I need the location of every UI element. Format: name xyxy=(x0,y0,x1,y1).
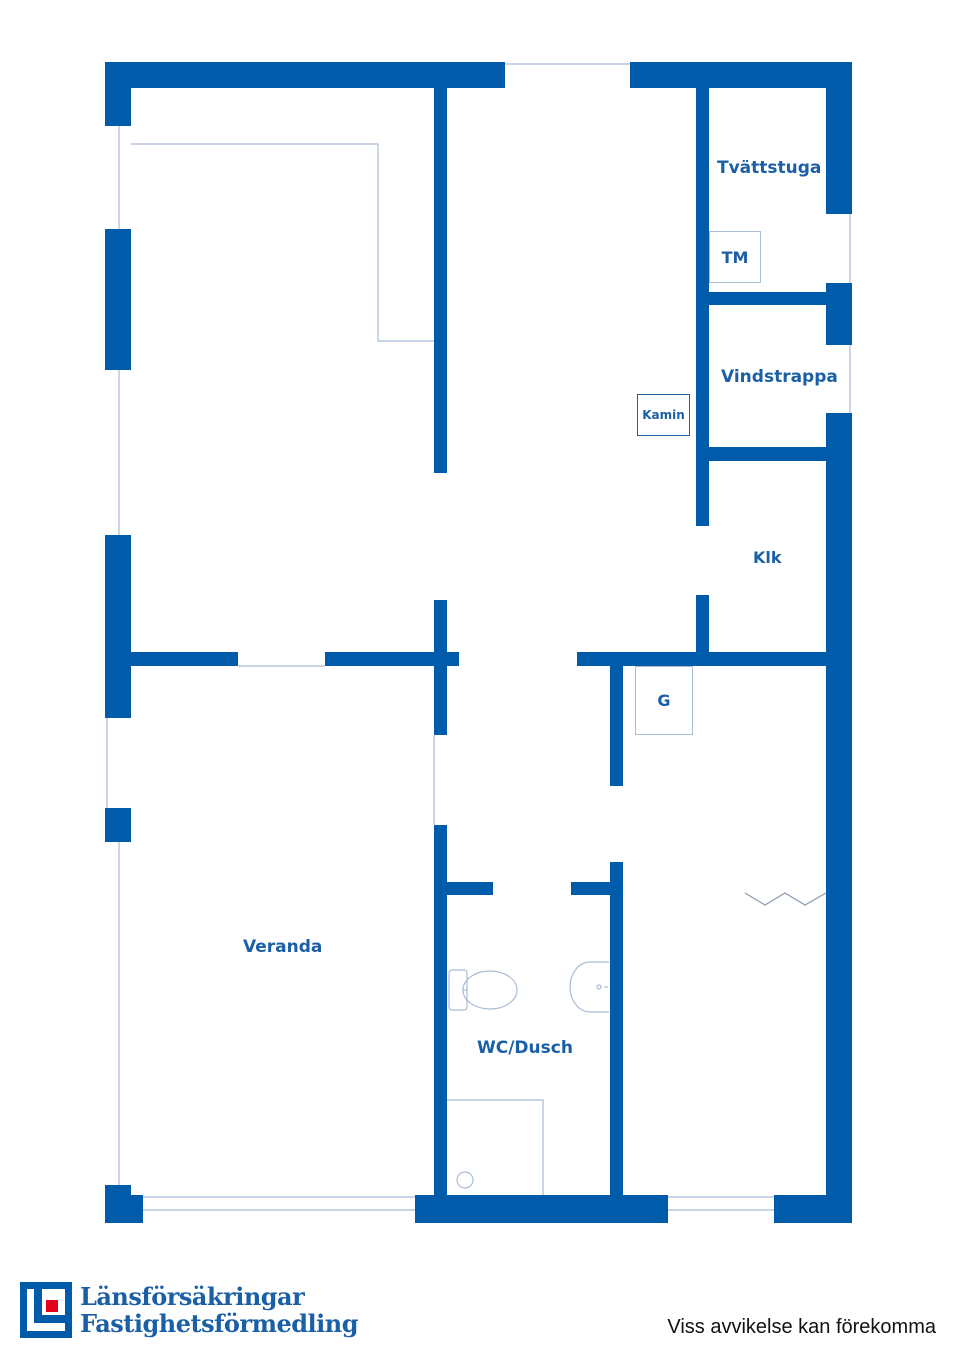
wardrobe-zigzag-icon xyxy=(744,892,827,906)
room-label-tm: TM xyxy=(721,247,749,267)
shower-drain-icon xyxy=(456,1171,474,1189)
room-label-vindstrappa: Vindstrappa xyxy=(721,367,838,387)
room-label-tvattstuga: Tvättstuga xyxy=(717,158,822,178)
thin-lines xyxy=(106,63,851,1211)
walls xyxy=(105,62,852,1223)
brand-line-2: Fastighetsförmedling xyxy=(80,1309,358,1338)
sink-icon xyxy=(569,961,609,1013)
room-label-g: G xyxy=(657,691,671,710)
logo-mark-icon xyxy=(20,1282,72,1338)
tm-box: TM xyxy=(709,231,761,283)
room-label-wc-dusch: WC/Dusch xyxy=(477,1038,573,1058)
brand-line-1: Länsförsäkringar xyxy=(80,1282,305,1311)
toilet-icon xyxy=(448,969,518,1011)
g-box: G xyxy=(635,666,693,735)
brand-name: Länsförsäkringar Fastighetsförmedling xyxy=(80,1283,358,1337)
brand-logo: Länsförsäkringar Fastighetsförmedling xyxy=(20,1282,358,1338)
kamin-box: Kamin xyxy=(637,394,690,436)
room-label-veranda: Veranda xyxy=(243,937,323,957)
room-label-kamin: Kamin xyxy=(642,408,685,422)
disclaimer-text: Viss avvikelse kan förekomma xyxy=(667,1316,936,1338)
room-label-klk: Klk xyxy=(753,548,782,567)
